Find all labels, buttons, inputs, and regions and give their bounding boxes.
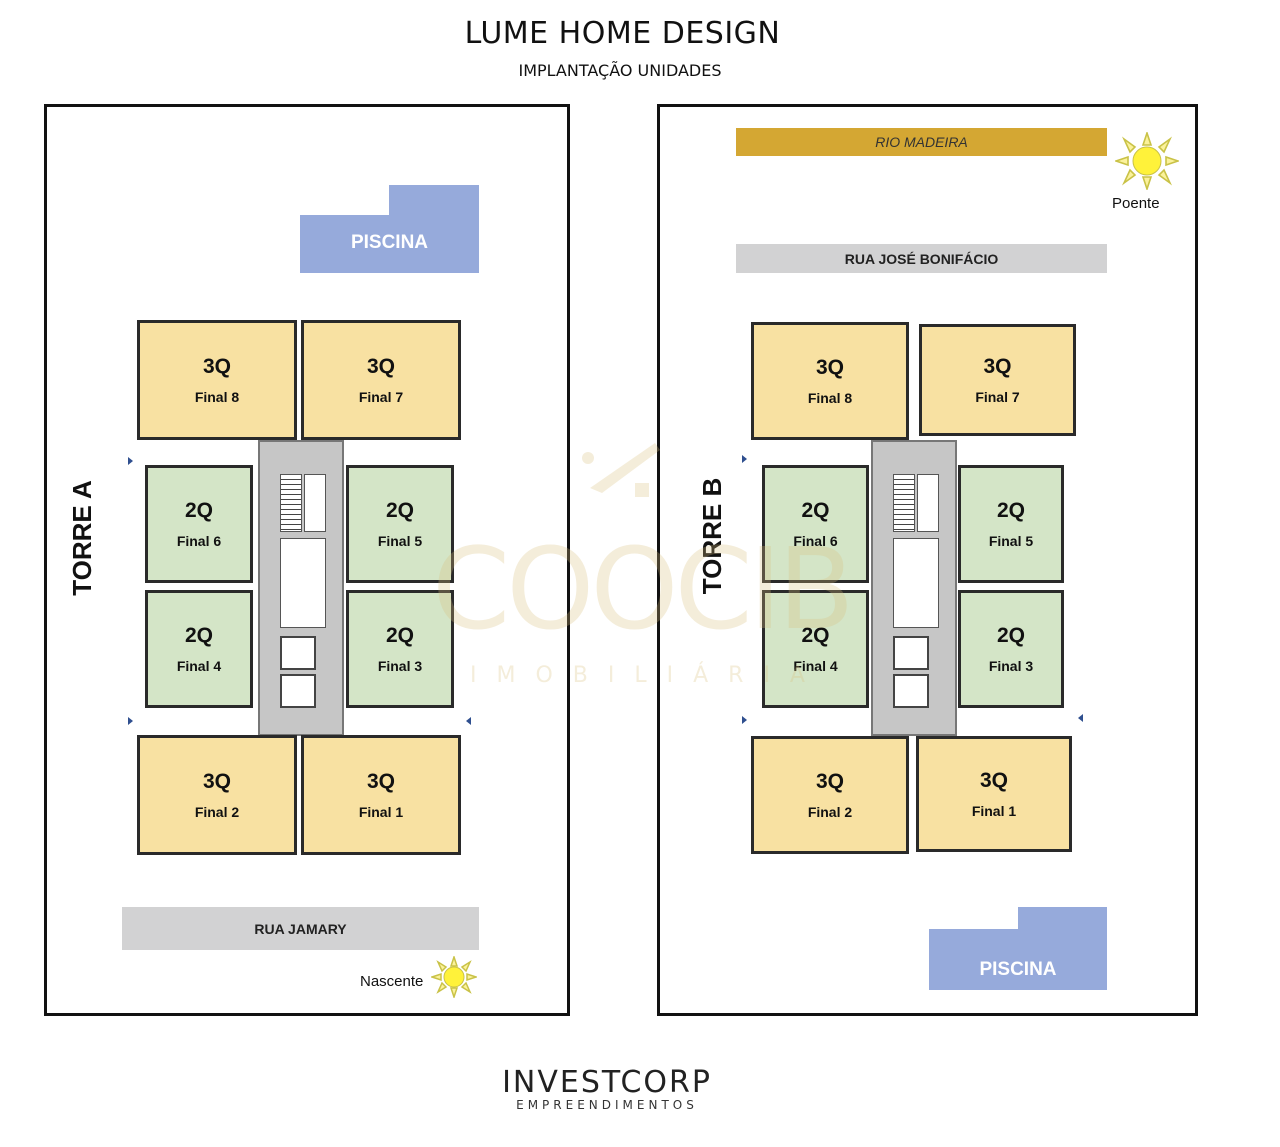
arrow-marker-icon	[1078, 714, 1083, 722]
tower-b-unit-final-8[interactable]: 3Q Final 8	[751, 322, 909, 440]
unit-type: 3Q	[979, 769, 1008, 792]
sun-a-label: Nascente	[360, 973, 424, 990]
pool-b: PISCINA	[929, 907, 1107, 990]
tower-a-unit-final-2[interactable]: 3Q Final 2	[137, 735, 297, 855]
unit-type: 2Q	[184, 499, 213, 522]
arrow-marker-icon	[742, 716, 747, 724]
unit-type: 2Q	[996, 624, 1025, 647]
tower-a-unit-final-4[interactable]: 2Q Final 4	[145, 590, 253, 708]
tower-a-unit-final-5[interactable]: 2Q Final 5	[346, 465, 454, 583]
tower-b-unit-final-5[interactable]: 2Q Final 5	[958, 465, 1064, 583]
sun-b-label: Poente	[1112, 195, 1160, 212]
unit-type: 2Q	[184, 624, 213, 647]
unit-final: Final 6	[176, 533, 222, 549]
unit-type: 3Q	[983, 355, 1012, 378]
footer-tagline: EMPREENDIMENTOS	[516, 1098, 698, 1112]
tower-a-unit-final-3[interactable]: 2Q Final 3	[346, 590, 454, 708]
unit-type: 3Q	[815, 770, 844, 793]
unit-final: Final 1	[971, 803, 1017, 819]
unit-final: Final 8	[194, 389, 240, 405]
tower-a-core	[258, 440, 344, 736]
unit-final: Final 1	[358, 804, 404, 820]
unit-type: 2Q	[385, 499, 414, 522]
watermark-sub: IMOBILIÁRIA	[470, 663, 825, 688]
unit-type: 2Q	[801, 624, 830, 647]
arrow-marker-icon	[742, 455, 747, 463]
pool-a-label: PISCINA	[350, 232, 429, 253]
unit-type: 2Q	[385, 624, 414, 647]
tower-b-core	[871, 440, 957, 736]
arrow-marker-icon	[128, 457, 133, 465]
footer-brand: INVESTCORP	[502, 1065, 712, 1100]
unit-final: Final 7	[358, 389, 404, 405]
tower-b-unit-final-2[interactable]: 3Q Final 2	[751, 736, 909, 854]
page-subtitle: IMPLANTAÇÃO UNIDADES	[518, 61, 722, 80]
tower-b-unit-final-7[interactable]: 3Q Final 7	[919, 324, 1076, 436]
unit-final: Final 3	[377, 658, 423, 674]
tower-a-unit-final-1[interactable]: 3Q Final 1	[301, 735, 461, 855]
tower-a-label: TORRE A	[67, 480, 97, 596]
unit-final: Final 5	[377, 533, 423, 549]
river-b: RIO MADEIRA	[736, 128, 1107, 156]
page-title: LUME HOME DESIGN	[464, 16, 781, 51]
house-logo-icon	[582, 443, 660, 497]
unit-type: 3Q	[815, 356, 844, 379]
arrow-marker-icon	[128, 717, 133, 725]
tower-a-unit-final-8[interactable]: 3Q Final 8	[137, 320, 297, 440]
pool-a: PISCINA	[300, 185, 479, 273]
pool-b-label: PISCINA	[979, 959, 1057, 980]
unit-type: 3Q	[366, 355, 395, 378]
unit-final: Final 3	[988, 658, 1034, 674]
unit-type: 2Q	[996, 499, 1025, 522]
tower-b-unit-final-3[interactable]: 2Q Final 3	[958, 590, 1064, 708]
sun-icon	[1115, 132, 1179, 190]
unit-type: 3Q	[202, 355, 231, 378]
tower-a-unit-final-7[interactable]: 3Q Final 7	[301, 320, 461, 440]
tower-b-unit-final-1[interactable]: 3Q Final 1	[916, 736, 1072, 852]
tower-b-unit-final-6[interactable]: 2Q Final 6	[762, 465, 869, 583]
tower-b-unit-final-4[interactable]: 2Q Final 4	[762, 590, 869, 708]
road-a: RUA JAMARY	[122, 907, 479, 950]
unit-final: Final 2	[807, 804, 853, 820]
sun-icon	[431, 956, 477, 998]
unit-final: Final 4	[793, 658, 838, 674]
unit-final: Final 2	[194, 804, 240, 820]
road-b: RUA JOSÉ BONIFÁCIO	[736, 244, 1107, 273]
watermark-name: COOCIB	[432, 525, 855, 655]
unit-type: 2Q	[801, 499, 830, 522]
unit-final: Final 7	[975, 389, 1020, 405]
unit-final: Final 6	[793, 533, 838, 549]
arrow-marker-icon	[466, 717, 471, 725]
unit-type: 3Q	[366, 770, 395, 793]
unit-type: 3Q	[202, 770, 231, 793]
unit-final: Final 4	[176, 658, 222, 674]
tower-a-unit-final-6[interactable]: 2Q Final 6	[145, 465, 253, 583]
unit-final: Final 5	[988, 533, 1034, 549]
unit-final: Final 8	[807, 390, 853, 406]
watermark: COOCIB IMOBILIÁRIA	[430, 430, 855, 690]
